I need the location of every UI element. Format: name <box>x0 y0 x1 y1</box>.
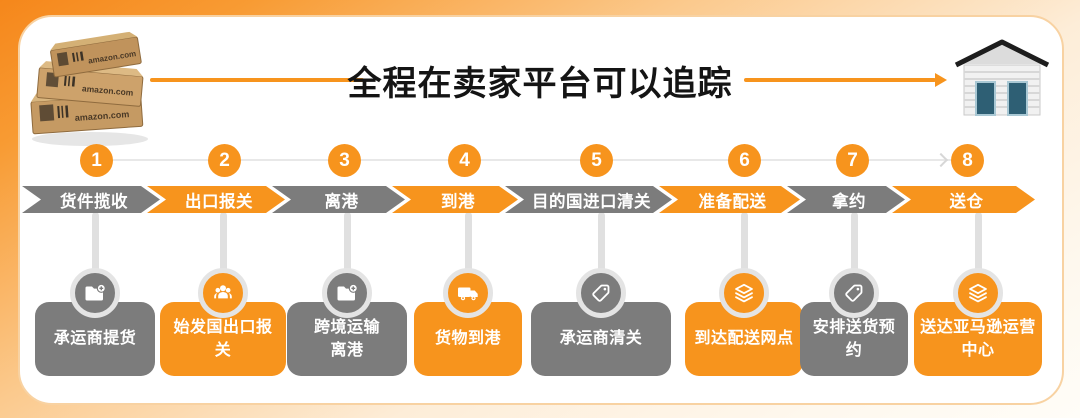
layers-icon <box>719 268 769 318</box>
warehouse-icon <box>954 0 1050 116</box>
page-title: 全程在卖家平台可以追踪 <box>347 65 733 103</box>
connector-6 <box>741 212 748 274</box>
connector-8 <box>975 212 982 274</box>
team-icon <box>198 268 248 318</box>
step-label-export-customs: 出口报关 <box>147 186 285 213</box>
connector-1 <box>92 212 99 274</box>
tag-icon <box>829 268 879 318</box>
layers-icon <box>953 268 1003 318</box>
svg-text:amazon.com: amazon.com <box>82 83 135 97</box>
step-number-6: 6 <box>728 144 761 177</box>
connector-5 <box>598 212 605 274</box>
step-number-4: 4 <box>448 144 481 177</box>
step-label-appointment: 拿约 <box>787 186 905 213</box>
connector-7 <box>851 212 858 274</box>
step-number-3: 3 <box>328 144 361 177</box>
folder-plus-icon <box>322 268 372 318</box>
tag-icon <box>576 268 626 318</box>
connector-4 <box>465 212 472 274</box>
parcel-boxes-icon: amazon.com amazon.com amazon.com <box>30 31 148 146</box>
amazon-boxes-illustration: amazon.com amazon.com amazon.com <box>20 28 156 148</box>
step-label-collect: 货件揽收 <box>22 186 160 213</box>
step-number-1: 1 <box>80 144 113 177</box>
step-label-departure: 离港 <box>272 186 405 213</box>
step-label-prepare-delivery: 准备配送 <box>659 186 800 213</box>
connector-3 <box>344 212 351 274</box>
folder-plus-icon <box>70 268 120 318</box>
step-label-import-customs: 目的国进口清关 <box>505 186 672 213</box>
step-number-7: 7 <box>836 144 869 177</box>
step-number-8: 8 <box>951 144 984 177</box>
warehouse-illustration <box>954 0 1050 138</box>
svg-text:amazon.com: amazon.com <box>74 109 129 123</box>
step-label-arrival: 到港 <box>392 186 518 213</box>
step-label-warehouse-delivery: 送仓 <box>892 186 1035 213</box>
step-number-2: 2 <box>208 144 241 177</box>
step-number-5: 5 <box>580 144 613 177</box>
truck-icon <box>443 268 493 318</box>
title-arrow-to-warehouse <box>744 73 947 87</box>
timeline-line <box>97 159 968 161</box>
connector-2 <box>220 212 227 274</box>
title-left-line <box>150 78 364 82</box>
